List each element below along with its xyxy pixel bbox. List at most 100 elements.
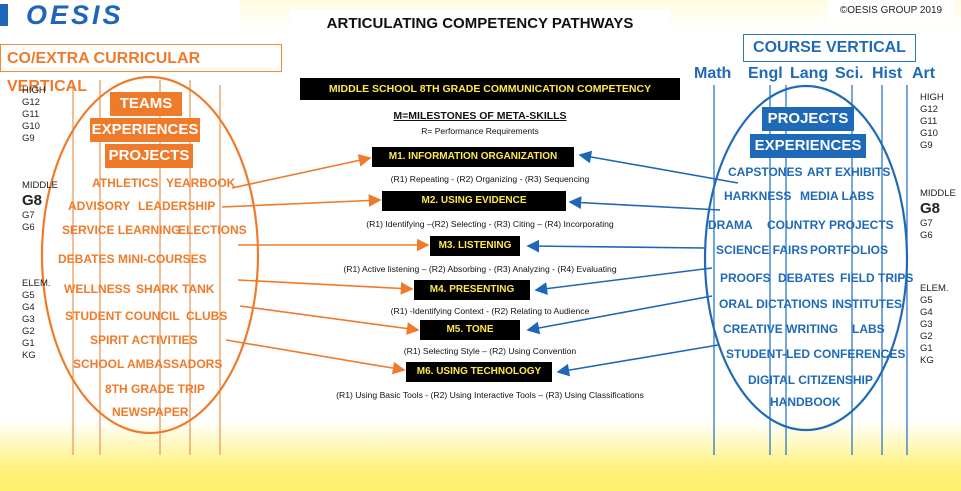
grade-label: ELEM. <box>920 283 949 294</box>
milestone-m6: M6. USING TECHNOLOGY <box>406 362 552 382</box>
list-item: PORTFOLIOS <box>810 243 888 257</box>
grade-label: MIDDLE <box>22 180 58 191</box>
list-item: SPIRIT ACTIVITIES <box>90 333 198 347</box>
list-item: DEBATES <box>58 252 115 266</box>
list-item: SHARK TANK <box>136 282 215 296</box>
right-grades-elem: ELEM. G5 G4 G3 G2 G1 KG <box>920 283 949 367</box>
oesis-logo: OESIS <box>0 0 240 30</box>
grade-label: G12 <box>920 104 938 115</box>
grade-label: G7 <box>22 210 35 221</box>
logo-mark-icon <box>0 4 8 26</box>
list-item: MEDIA LABS <box>800 189 875 203</box>
milestone-m1: M1. INFORMATION ORGANIZATION <box>372 147 574 167</box>
list-item: MINI-COURSES <box>118 252 207 266</box>
milestone-m6-requirements: (R1) Using Basic Tools - (R2) Using Inte… <box>336 390 644 400</box>
experiences-box: EXPERIENCES <box>90 118 200 142</box>
requirements-note: R= Performance Requirements <box>421 126 539 136</box>
list-item: ADVISORY <box>68 199 131 213</box>
logo-text: OESIS <box>26 0 124 30</box>
grade-label: G1 <box>22 338 35 349</box>
left-vertical-lines <box>72 80 221 455</box>
list-item: SCHOOL AMBASSADORS <box>73 357 223 371</box>
list-item: STUDENT-LED CONFERENCES <box>726 347 906 361</box>
list-item: PROOFS <box>720 271 771 285</box>
subject-english: Engl <box>748 65 783 82</box>
milestone-m2: M2. USING EVIDENCE <box>382 191 566 211</box>
grade-label: G2 <box>920 331 933 342</box>
milestone-m4-requirements: (R1) -Identifying Context - (R2) Relatin… <box>390 306 590 316</box>
list-item: DEBATES <box>778 271 835 285</box>
list-item: CAPSTONES <box>728 165 803 179</box>
grade-label: G9 <box>22 133 35 144</box>
grade-label: G6 <box>920 230 933 241</box>
grade-label: G4 <box>22 302 35 313</box>
copyright-notice: ©OESIS GROUP 2019 <box>828 0 954 22</box>
list-item: HANDBOOK <box>770 395 841 409</box>
list-item: COUNTRY PROJECTS <box>767 218 894 232</box>
milestone-m4: M4. PRESENTING <box>414 280 530 300</box>
grade-label: KG <box>22 350 36 361</box>
subject-language: Lang <box>790 65 829 82</box>
blue-arrows <box>526 150 739 377</box>
list-item: DIGITAL CITIZENSHIP <box>748 373 873 387</box>
list-item: NEWSPAPER <box>112 405 189 419</box>
competency-banner: MIDDLE SCHOOL 8TH GRADE COMMUNICATION CO… <box>300 78 680 100</box>
list-item: YEARBOOK <box>166 176 236 190</box>
grade-label: G2 <box>22 326 35 337</box>
grade-label: G1 <box>920 343 933 354</box>
grade-label: G4 <box>920 307 933 318</box>
grade-label: ELEM. <box>22 278 51 289</box>
list-item: ORAL DICTATIONS <box>719 297 828 311</box>
grade-label: G3 <box>920 319 933 330</box>
list-item: DRAMA <box>708 218 753 232</box>
list-item: STUDENT COUNCIL <box>65 309 180 323</box>
list-item: LABS <box>852 322 885 336</box>
subject-art: Art <box>912 65 936 82</box>
milestone-m1-requirements: (R1) Repeating - (R2) Organizing - (R3) … <box>390 174 590 184</box>
grade-label: G5 <box>22 290 35 301</box>
orange-arrows <box>221 154 430 375</box>
list-item: SERVICE LEARNING <box>62 223 181 237</box>
subject-science: Sci. <box>835 65 864 82</box>
list-item: ART EXHIBITS <box>807 165 891 179</box>
right-ellipse <box>703 84 909 432</box>
left-grades-high: HIGH G12 G11 G10 G9 <box>22 85 46 145</box>
experiences-box-right: EXPERIENCES <box>750 134 866 158</box>
left-ellipse <box>40 75 260 435</box>
grade-label: HIGH <box>920 92 944 103</box>
teams-box: TEAMS <box>110 92 182 116</box>
grade-label: G11 <box>920 116 938 127</box>
grade-label: G9 <box>920 140 933 151</box>
right-grades-high: HIGH G12 G11 G10 G9 <box>920 92 944 152</box>
grade-label: KG <box>920 355 934 366</box>
co-curricular-title: CO/EXTRA CURRICULAR VERTICAL <box>0 44 282 95</box>
list-item: ATHLETICS <box>92 176 159 190</box>
grade-label: G3 <box>22 314 35 325</box>
page-title: ARTICULATING COMPETENCY PATHWAYS <box>290 10 670 38</box>
grade-label-g8: G8 <box>22 192 43 209</box>
milestones-title: M=MILESTONES OF META-SKILLS <box>393 110 567 122</box>
grade-label: HIGH <box>22 85 46 96</box>
grade-label: G10 <box>920 128 938 139</box>
subject-history: Hist <box>872 65 903 82</box>
list-item: INSTITUTES <box>832 297 903 311</box>
milestone-m5: M5. TONE <box>420 320 520 340</box>
list-item: LEADERSHIP <box>138 199 216 213</box>
left-grades-elem: ELEM. G5 G4 G3 G2 G1 KG <box>22 278 51 362</box>
list-item: WELLNESS <box>64 282 131 296</box>
right-grades-middle: MIDDLE G8 G7 G6 <box>920 188 961 242</box>
grade-label: G5 <box>920 295 933 306</box>
grade-label: G7 <box>920 218 933 229</box>
grade-label: G11 <box>22 109 40 120</box>
projects-box-right: PROJECTS <box>762 107 854 131</box>
list-item: HARKNESS <box>724 189 792 203</box>
grade-label: G12 <box>22 97 40 108</box>
milestone-m3-requirements: (R1) Active listening – (R2) Absorbing -… <box>343 264 617 274</box>
list-item: 8TH GRADE TRIP <box>105 382 206 396</box>
grade-label: MIDDLE <box>920 188 956 199</box>
list-item: SCIENCE FAIRS <box>716 243 809 257</box>
list-item: CLUBS <box>186 309 228 323</box>
left-grades-middle: MIDDLE G8 G7 G6 <box>22 180 58 234</box>
list-item: ELECTIONS <box>178 223 247 237</box>
